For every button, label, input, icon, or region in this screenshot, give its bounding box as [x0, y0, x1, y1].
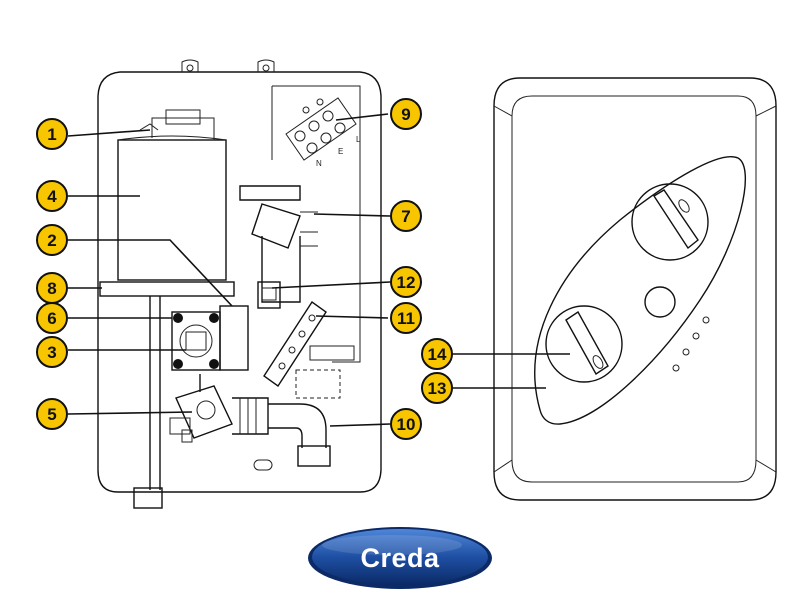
svg-text:6: 6: [47, 309, 56, 328]
callout-12: 12: [390, 266, 422, 298]
callout-2: 2: [36, 224, 68, 256]
power-selector-knob[interactable]: [631, 183, 709, 261]
mounting-tab-right: [257, 59, 275, 72]
terminal-label-n: N: [316, 159, 322, 168]
svg-text:3: 3: [47, 343, 56, 362]
pressure-switch: [239, 185, 318, 303]
cover-inner: [511, 95, 757, 483]
svg-text:2: 2: [47, 231, 56, 250]
svg-text:14: 14: [428, 345, 447, 364]
svg-text:5: 5: [47, 405, 56, 424]
terminal-block: N E L: [285, 97, 361, 168]
indicator-light: [644, 286, 676, 318]
terminal-label-e: E: [338, 147, 343, 156]
inlet-pipe: [133, 296, 163, 509]
callout-4: 4: [36, 180, 68, 212]
callout-5: 5: [36, 398, 68, 430]
svg-text:10: 10: [397, 415, 416, 434]
svg-text:1: 1: [47, 125, 56, 144]
outlet-assembly: [232, 397, 331, 467]
callout-1: 1: [36, 118, 68, 150]
callout-9: 9: [390, 98, 422, 130]
svg-text:4: 4: [47, 187, 57, 206]
shower-front-view: [493, 77, 777, 501]
backplate-slot: [253, 459, 273, 471]
backplate-outline: [97, 71, 382, 493]
temperature-control-knob[interactable]: [545, 305, 623, 383]
control-panel-oval: [534, 156, 746, 425]
callout-8: 8: [36, 272, 68, 304]
callout-10: 10: [390, 408, 422, 440]
callout-3: 3: [36, 336, 68, 368]
callout-6: 6: [36, 302, 68, 334]
creda-logo: Creda: [308, 527, 492, 589]
callout-14: 14: [421, 338, 453, 370]
cover-outer: [493, 77, 777, 501]
shower-internal-view: N E L: [97, 59, 382, 509]
terminal-label-l: L: [356, 135, 361, 144]
heater-can: [117, 109, 227, 281]
flow-valve-assembly: [171, 305, 249, 371]
svg-text:7: 7: [401, 207, 410, 226]
callout-11: 11: [390, 302, 422, 334]
heater-base-plate: [99, 281, 235, 297]
logo-text: Creda: [360, 543, 440, 573]
thermal-cutout: [257, 281, 281, 309]
solenoid-valve: [169, 374, 233, 443]
svg-text:9: 9: [401, 105, 410, 124]
callout-7: 7: [390, 200, 422, 232]
element-terminal-strip: [263, 301, 355, 399]
leader-lines: [67, 113, 570, 427]
mounting-tab-left: [181, 59, 199, 72]
svg-text:8: 8: [47, 279, 56, 298]
status-dots: [672, 316, 710, 372]
svg-text:11: 11: [397, 309, 415, 328]
svg-text:13: 13: [428, 379, 447, 398]
callout-13: 13: [421, 372, 453, 404]
svg-text:12: 12: [397, 273, 416, 292]
